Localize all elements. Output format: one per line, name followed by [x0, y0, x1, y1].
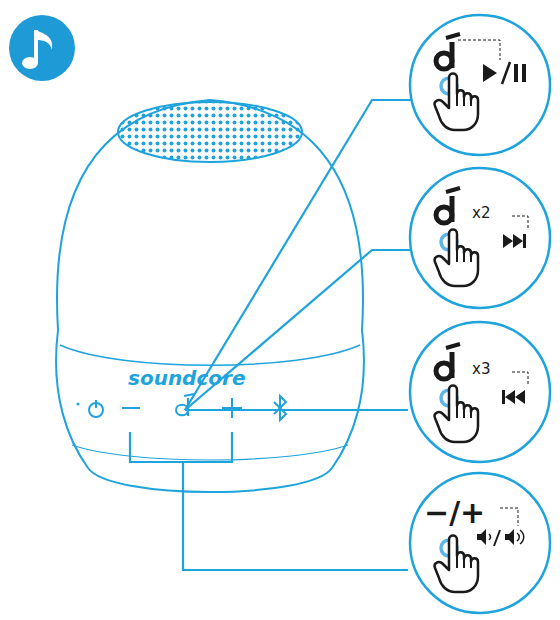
- press-count: x2: [472, 206, 490, 221]
- volume-keys: −/+: [424, 498, 485, 528]
- press-count: x3: [472, 362, 490, 377]
- brand-logo: soundcore: [128, 368, 245, 388]
